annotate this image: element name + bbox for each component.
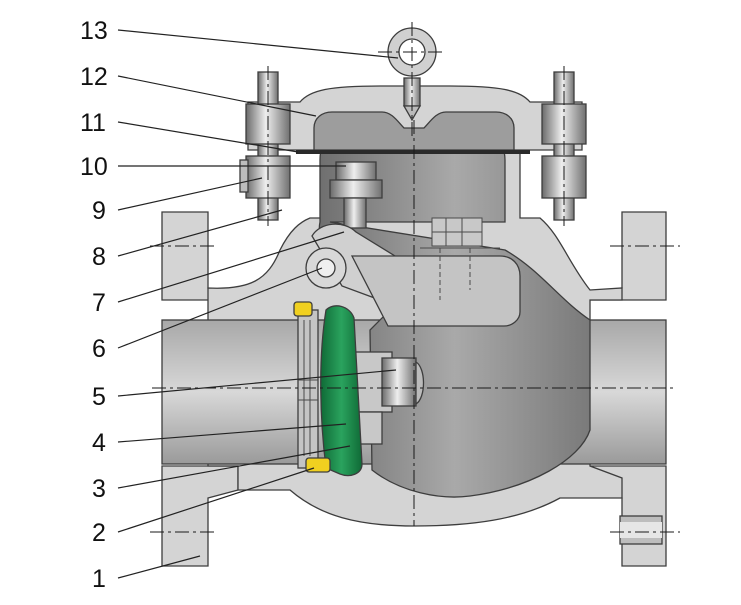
callout-2: 2 xyxy=(92,519,106,547)
leader-5 xyxy=(117,369,397,397)
leader-lines xyxy=(117,29,399,579)
callout-1: 1 xyxy=(92,565,106,593)
leader-11 xyxy=(117,121,299,153)
seat-insert-top xyxy=(293,301,313,317)
leader-12 xyxy=(117,75,317,117)
leader-13 xyxy=(117,29,399,59)
right-flange xyxy=(589,211,667,301)
callout-3: 3 xyxy=(92,475,106,503)
swing-disc xyxy=(320,305,363,477)
callout-6: 6 xyxy=(92,335,106,363)
callout-5: 5 xyxy=(92,383,106,411)
left-bonnet-bolt xyxy=(239,66,291,226)
callout-labels: 13 12 11 10 9 8 7 6 5 4 3 2 1 xyxy=(80,17,108,593)
bonnet-gasket xyxy=(296,150,530,154)
leader-8 xyxy=(117,209,283,257)
callout-11: 11 xyxy=(80,109,106,137)
leader-2 xyxy=(117,467,315,533)
leader-7 xyxy=(117,231,345,303)
leader-1 xyxy=(117,555,201,579)
callout-8: 8 xyxy=(92,243,106,271)
disc-nut xyxy=(351,351,425,445)
leader-6 xyxy=(117,267,323,349)
callout-7: 7 xyxy=(92,289,106,317)
callout-4: 4 xyxy=(92,429,106,457)
body-seat-ring xyxy=(293,301,331,473)
leader-4 xyxy=(117,423,347,443)
leader-9 xyxy=(117,177,263,211)
callout-10: 10 xyxy=(80,153,108,181)
callout-9: 9 xyxy=(92,197,106,225)
leader-3 xyxy=(117,445,351,489)
callout-13: 13 xyxy=(80,17,108,45)
lifting-eyebolt xyxy=(378,22,446,140)
right-bonnet-bolt xyxy=(541,66,587,226)
callout-12: 12 xyxy=(80,63,108,91)
